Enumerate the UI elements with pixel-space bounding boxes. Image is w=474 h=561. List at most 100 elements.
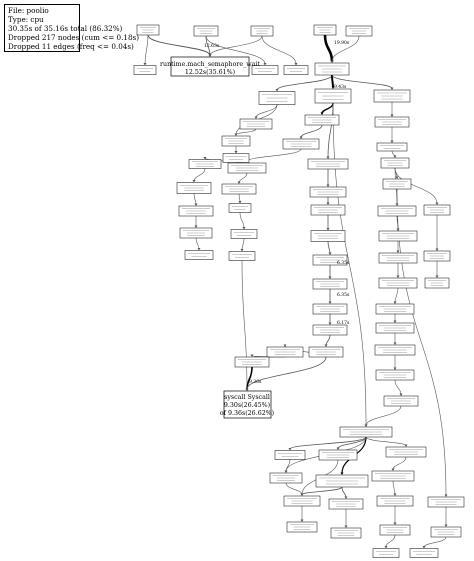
graph-node[interactable]: [373, 89, 411, 103]
graph-edge: [331, 74, 393, 89]
graph-node[interactable]: [258, 91, 296, 105]
graph-edge-arrowhead: [395, 176, 399, 179]
graph-edge-arrowhead: [250, 354, 254, 357]
graph-edge-arrowhead: [300, 493, 304, 496]
graph-node[interactable]: [227, 162, 267, 174]
graph-edge-arrowhead: [393, 342, 397, 345]
graph-node[interactable]: [328, 498, 364, 510]
node-mach-semaphore-wait[interactable]: runtime.mach_semaphore_wait 12.52s(35.61…: [160, 56, 260, 77]
graph-node[interactable]: [193, 25, 219, 37]
graph-node[interactable]: [385, 446, 427, 458]
graph-node[interactable]: [427, 496, 465, 508]
graph-node[interactable]: [239, 118, 273, 130]
graph-edge: [337, 436, 367, 449]
graph-node[interactable]: [308, 346, 344, 358]
graph-node[interactable]: [312, 324, 348, 336]
graph-node[interactable]: [330, 527, 362, 539]
graph-node[interactable]: [314, 88, 352, 104]
graph-edge-arrowhead: [331, 86, 335, 89]
graph-node[interactable]: [313, 24, 337, 36]
graph-node[interactable]: [304, 114, 340, 126]
graph-node[interactable]: [266, 346, 304, 358]
graph-node[interactable]: [314, 62, 350, 76]
graph-node[interactable]: [282, 138, 320, 150]
graph-node[interactable]: [339, 426, 393, 438]
graph-node[interactable]: [312, 278, 348, 290]
graph-node[interactable]: [430, 526, 462, 538]
graph-node[interactable]: [345, 25, 373, 37]
graph-node[interactable]: [269, 472, 303, 484]
graph-node[interactable]: [228, 203, 252, 213]
graph-node[interactable]: [378, 252, 418, 264]
graph-edge-arrowhead: [393, 367, 397, 370]
graph-edge: [423, 536, 447, 548]
graph-node[interactable]: [318, 449, 358, 461]
graph-node[interactable]: [250, 25, 274, 37]
graph-node[interactable]: [178, 205, 214, 217]
graph-node[interactable]: [283, 495, 321, 507]
graph-node[interactable]: [378, 230, 418, 242]
node-syscall[interactable]: syscall Syscall 9.30s(26.45%) of 9.36s(2…: [220, 390, 274, 419]
graph-node[interactable]: [409, 548, 439, 558]
graph-node[interactable]: [424, 277, 450, 289]
graph-node[interactable]: [184, 250, 214, 260]
graph-node[interactable]: [228, 251, 256, 261]
graph-node[interactable]: [179, 227, 213, 239]
graph-edge-arrowhead: [444, 494, 448, 497]
graph-node[interactable]: [176, 182, 212, 194]
graph-node[interactable]: [371, 470, 415, 482]
graph-node[interactable]: [221, 135, 251, 147]
graph-edge-arrowhead: [194, 203, 198, 206]
graph-edge-arrowhead: [300, 519, 304, 522]
graph-node[interactable]: [378, 277, 418, 289]
graph-node[interactable]: [380, 157, 410, 169]
graph-node[interactable]: [221, 183, 257, 195]
graph-node-box: [376, 142, 408, 152]
graph-node[interactable]: [374, 116, 410, 128]
graph-node[interactable]: [312, 303, 348, 315]
graph-node[interactable]: [375, 369, 415, 381]
graph-node[interactable]: [374, 344, 416, 356]
graph-node[interactable]: [251, 65, 279, 75]
graph-node[interactable]: [377, 205, 417, 217]
graph-edge-arrowhead: [192, 180, 196, 183]
graph-node[interactable]: [312, 254, 348, 266]
graph-edge-arrowhead: [435, 202, 439, 205]
graph-node[interactable]: [283, 65, 309, 75]
legend-type: Type: cpu: [8, 15, 44, 24]
graph-node[interactable]: [307, 158, 349, 170]
graph-node[interactable]: [222, 153, 250, 163]
graph-edge: [396, 188, 447, 496]
graph-node[interactable]: [136, 24, 160, 36]
graph-node[interactable]: [133, 65, 157, 75]
graph-edge-arrowhead: [399, 393, 403, 396]
graph-node[interactable]: [315, 474, 369, 488]
graph-node-box: [133, 65, 157, 75]
graph-node[interactable]: [310, 204, 346, 216]
graph-node[interactable]: [309, 186, 347, 198]
graph-node[interactable]: [423, 250, 451, 262]
graph-node[interactable]: [382, 178, 412, 190]
edge-label-main-4: 6.17s: [337, 320, 350, 326]
graph-node[interactable]: [230, 229, 258, 239]
graph-node[interactable]: [376, 142, 408, 152]
graph-node[interactable]: [376, 495, 414, 507]
graph-node[interactable]: [310, 230, 346, 242]
graph-edge: [327, 241, 331, 254]
graph-node[interactable]: [375, 322, 415, 334]
graph-node-box: [222, 153, 250, 163]
graph-edge: [147, 34, 211, 56]
graph-node[interactable]: [379, 524, 411, 536]
graph-node[interactable]: [375, 303, 415, 315]
graph-node[interactable]: [372, 548, 400, 558]
graph-node[interactable]: [188, 159, 222, 169]
graph-edge: [285, 482, 303, 495]
graph-node[interactable]: [383, 395, 419, 407]
graph-node[interactable]: [274, 450, 306, 460]
graph-edge-arrowhead: [326, 228, 330, 231]
graph-node[interactable]: [286, 521, 318, 533]
graph-node[interactable]: [423, 204, 451, 216]
graph-edge-arrowhead: [330, 60, 334, 63]
graph-node[interactable]: [234, 356, 270, 368]
